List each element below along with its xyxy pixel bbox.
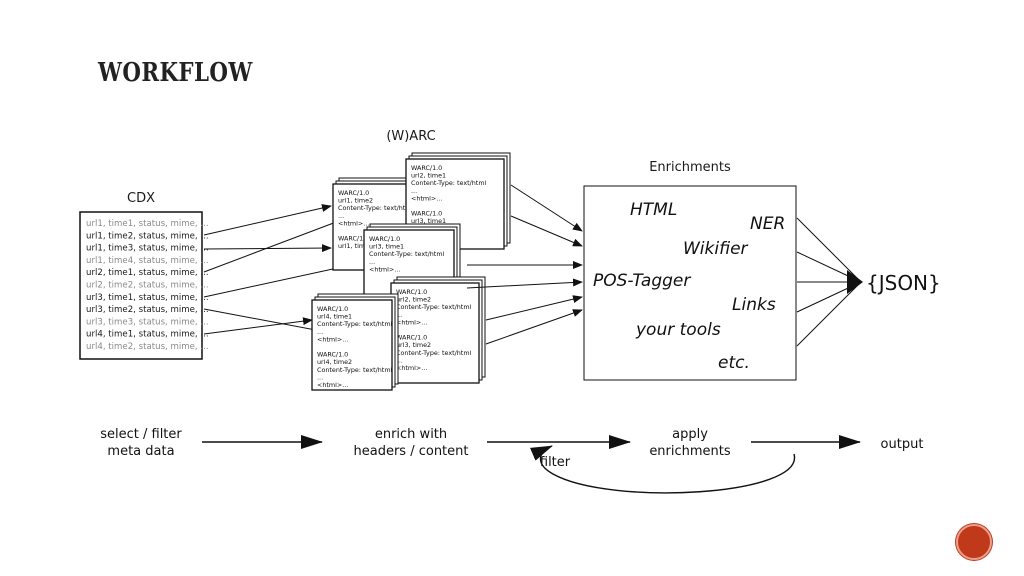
cdx-row: url2, time1, status, mime, ... xyxy=(86,268,209,278)
warc-doc-line: Content-Type: text/html xyxy=(338,204,414,212)
warc-doc-line: ... xyxy=(411,187,417,195)
warc-doc-line: WARC/1.0 xyxy=(338,189,369,197)
warc-doc-line: ... xyxy=(369,258,375,266)
step-apply-line1: apply xyxy=(672,427,708,442)
warc-doc-line: url3, time1 xyxy=(411,217,446,225)
enrichment-your-tools: your tools xyxy=(635,320,721,340)
warc-doc-line: ... xyxy=(317,328,323,336)
filter-label: filter xyxy=(540,455,571,470)
warc-doc-line: WARC/1.0 xyxy=(317,351,348,359)
warc-doc-line: ... xyxy=(338,212,344,220)
enrichment-wikifier: Wikifier xyxy=(683,239,749,259)
warc-doc-line: Content-Type: text/html xyxy=(396,349,472,357)
warc-doc-line: <html>... xyxy=(396,318,427,326)
arrow-warc-enrich-5 xyxy=(485,295,583,321)
arrow-warc-enrich-4 xyxy=(466,278,583,289)
enrichment-etc: etc. xyxy=(718,353,750,373)
arrow-enrich-json-5 xyxy=(796,281,862,347)
cdx-row: url1, time3, status, mime, ... xyxy=(86,244,209,254)
warc-doc-line: url4, time2 xyxy=(317,358,352,366)
warc-doc-line: ... xyxy=(317,373,323,381)
warc-doc-line: WARC/1.0 xyxy=(317,305,348,313)
arrow-cdx-row10-warc xyxy=(203,317,313,335)
arrow-warc-enrich-1 xyxy=(510,184,583,232)
warc-doc-line: <html>... xyxy=(317,381,348,389)
cdx-row: url1, time2, status, mime, ... xyxy=(86,231,209,241)
arrow-cdx-row2-warc xyxy=(203,204,332,236)
warc-doc-line: WARC/1.0 xyxy=(411,210,442,218)
json-output-label: {JSON} xyxy=(866,271,941,295)
arrow-warc-enrich-6 xyxy=(485,309,583,345)
cdx-row: url4, time1, status, mime, ... xyxy=(86,330,209,340)
warc-doc-line: Content-Type: text/html xyxy=(411,179,487,187)
step-select-line2: meta data xyxy=(107,444,174,459)
enrichment-ner: NER xyxy=(750,214,785,234)
enrichment-html: HTML xyxy=(630,200,677,220)
json-arrowhead xyxy=(847,270,863,294)
warc-label: (W)ARC xyxy=(386,129,435,144)
warc-doc-line: Content-Type: text/html xyxy=(369,250,445,258)
filter-loop-arrow xyxy=(529,445,795,494)
warc-doc-line: WARC/1.0 xyxy=(396,288,427,296)
step-enrich-line2: headers / content xyxy=(354,444,469,459)
warc-doc-line: url2, time2 xyxy=(396,296,431,304)
warc-doc-line: url1, time2 xyxy=(338,197,373,205)
cdx-row: url3, time3, status, mime, ... xyxy=(86,317,209,327)
warc-doc-line: <html>... xyxy=(317,335,348,343)
enrichments-label: Enrichments xyxy=(649,160,731,175)
warc-doc-line: WARC/1.0 xyxy=(369,235,400,243)
enrichments-box xyxy=(583,185,797,381)
arrow-warc-enrich-2 xyxy=(510,215,583,247)
warc-doc-line: url1, time3 xyxy=(338,242,373,250)
step-enrich-line1: enrich with xyxy=(375,427,447,442)
enrichment-pos-tagger: POS-Tagger xyxy=(593,271,691,291)
warc-doc-line: <html>... xyxy=(369,265,400,273)
warc-page xyxy=(390,282,480,384)
warc-doc-line: <html>... xyxy=(411,194,442,202)
warc-doc-line: WARC/1.0 xyxy=(411,164,442,172)
cdx-row: url2, time2, status, mime, ... xyxy=(86,281,209,291)
warc-doc-line: url4, time1 xyxy=(317,313,352,321)
warc-doc-line: url3, time2 xyxy=(396,341,431,349)
warc-doc-line: url3, time1 xyxy=(369,243,404,251)
cdx-row: url3, time2, status, mime, ... xyxy=(86,305,209,315)
enrichment-links: Links xyxy=(732,295,776,315)
step-apply-line2: enrichments xyxy=(649,444,731,459)
warc-doc-line: <html>... xyxy=(396,364,427,372)
cdx-row-list: url1, time1, status, mime, ... url1, time… xyxy=(86,219,209,352)
warc-doc-line: Content-Type: text/html xyxy=(396,303,472,311)
cdx-row: url1, time4, status, mime, ... xyxy=(86,256,209,266)
warc-doc-line: <html>... xyxy=(338,219,369,227)
arrow-enrich-json-1 xyxy=(796,217,862,283)
warc-doc-line: WARC/1.0 xyxy=(338,235,369,243)
warc-page xyxy=(311,299,393,391)
cdx-row: url3, time1, status, mime, ... xyxy=(86,293,209,303)
warc-doc-line: url2, time1 xyxy=(411,172,446,180)
warc-enrichment-arrows xyxy=(466,184,583,345)
slide-title: WORKFLOW xyxy=(98,58,253,88)
page-nav-button[interactable] xyxy=(956,524,992,560)
cdx-row: url4, time2, status, mime, ... xyxy=(86,342,209,352)
step-select-line1: select / filter xyxy=(100,427,182,442)
cdx-row: url1, time1, status, mime, ... xyxy=(86,219,209,229)
warc-doc-line: ... xyxy=(396,356,402,364)
warc-doc-line: Content-Type: text/html xyxy=(317,366,393,374)
warc-doc-line: ... xyxy=(396,311,402,319)
cdx-box xyxy=(79,211,203,360)
warc-doc-line: Content-Type: text/html xyxy=(317,320,393,328)
cdx-label: CDX xyxy=(127,191,155,206)
warc-doc-line: WARC/1.0 xyxy=(396,334,427,342)
step-output: output xyxy=(881,437,924,452)
